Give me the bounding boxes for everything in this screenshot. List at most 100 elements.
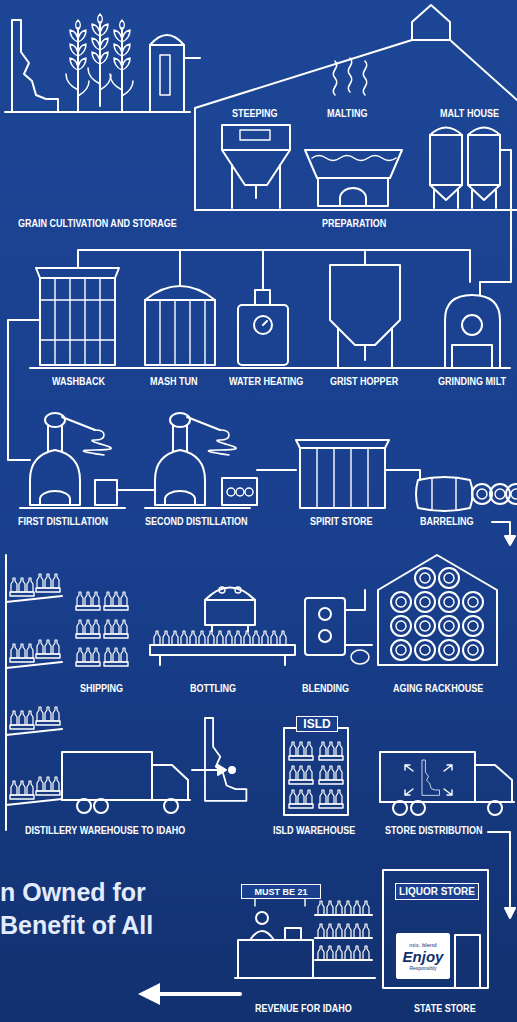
stage-label: STATE STORE <box>414 1002 476 1014</box>
shipping-cases <box>76 648 100 666</box>
blending-tank <box>319 630 331 642</box>
sales-counter <box>238 940 313 978</box>
distillation-stills <box>227 488 235 496</box>
distribution-truck <box>380 752 514 815</box>
stage-label: AGING RACKHOUSE <box>393 682 483 694</box>
sales-counter <box>336 901 342 915</box>
grain-cultivation <box>5 14 200 112</box>
aging-rackhouse <box>463 616 483 636</box>
washback-vat <box>36 268 119 278</box>
shipping-cases <box>104 648 128 666</box>
distillation-stills <box>236 488 244 496</box>
revenue-arrow <box>152 992 240 996</box>
sales-counter <box>235 915 375 978</box>
steeping-tank <box>240 130 270 140</box>
distillation-stills <box>145 413 250 508</box>
grinding-mill <box>445 295 500 368</box>
grain-cultivation <box>12 20 58 112</box>
shipping-cases <box>76 592 128 666</box>
sales-counter <box>327 901 333 915</box>
isld-warehouse <box>289 766 313 784</box>
barrels <box>506 484 517 504</box>
preparation-building <box>195 209 517 211</box>
steeping-tank <box>232 165 280 208</box>
grain-cultivation <box>184 57 200 59</box>
distribution-truck <box>393 801 407 815</box>
isld-warehouse <box>289 742 313 760</box>
stage-label: DISTILLERY WAREHOUSE TO IDAHO <box>25 824 185 836</box>
mash-tun <box>145 250 215 300</box>
stage-label: GRINDING MILT <box>438 375 506 387</box>
warehouse-rack <box>6 596 62 805</box>
liquor-store-building <box>383 870 488 988</box>
aging-rackhouse <box>439 568 459 588</box>
bottling-line <box>205 588 255 632</box>
stage-label: ISLD WAREHOUSE <box>273 824 355 836</box>
distillation-stills <box>20 413 125 508</box>
grinding-mill <box>452 345 492 368</box>
warehouse-rack <box>36 777 60 795</box>
sales-counter <box>354 946 360 960</box>
warehouse-rack <box>10 578 34 596</box>
bottling-line <box>150 645 295 655</box>
age-sign: MUST BE 21 <box>241 884 321 899</box>
water-heater <box>238 250 288 365</box>
idaho-destination <box>205 718 246 801</box>
aging-rackhouse <box>463 640 483 660</box>
warehouse-rack <box>36 574 60 592</box>
delivery-truck <box>77 799 91 813</box>
malt-house-silos <box>430 135 462 185</box>
shipping-cases <box>76 592 100 610</box>
sales-counter <box>345 946 351 960</box>
isld-warehouse <box>289 790 313 808</box>
stage-label: FIRST DISTILLATION <box>18 515 108 527</box>
sign-text: mix. blend <box>409 942 436 949</box>
blending-tank <box>305 598 345 655</box>
shipping-cases <box>104 620 128 638</box>
barrels <box>416 477 517 511</box>
distillation-stills <box>245 488 253 496</box>
sales-counter <box>318 901 324 915</box>
sales-counter <box>345 901 351 915</box>
isld-warehouse <box>284 728 348 815</box>
bottling-line <box>235 631 241 645</box>
distribution-truck <box>405 765 452 795</box>
stage-label: SECOND DISTILLATION <box>145 515 248 527</box>
pipework <box>78 250 470 282</box>
idaho-destination <box>229 767 235 773</box>
blending-tank <box>305 590 372 664</box>
preparation-building <box>195 5 517 210</box>
enjoy-sign: mix. blendEnjoyResponsibly <box>396 933 450 979</box>
warehouse-rack <box>36 707 60 725</box>
slogan-text: Benefit of All <box>0 911 153 939</box>
aging-rackhouse <box>415 616 435 636</box>
aging-rackhouse <box>391 592 411 612</box>
aging-rackhouse <box>415 592 435 612</box>
warehouse-rack <box>10 711 34 729</box>
flow-arrow <box>505 908 515 918</box>
revenue-arrow <box>138 983 240 1005</box>
bottling-line <box>262 631 268 645</box>
stage-label: MALTING <box>327 107 367 119</box>
distribution-truck <box>380 765 514 802</box>
stage-label: PREPARATION <box>322 217 386 229</box>
delivery-truck <box>94 799 108 813</box>
sign-text: Responsibly <box>409 965 436 971</box>
store-sign: LIQUOR STORE <box>395 883 479 900</box>
preparation-building <box>412 39 450 41</box>
malt-house-silos <box>468 128 500 209</box>
distribution-truck <box>380 752 475 802</box>
barrels <box>416 477 473 511</box>
preparation-building <box>195 5 517 210</box>
sales-counter <box>345 924 351 938</box>
revenue-arrow <box>138 983 160 1005</box>
grain-cultivation <box>110 20 133 112</box>
stage-label: GRAIN CULTIVATION AND STORAGE <box>18 217 177 229</box>
aging-rackhouse <box>391 640 411 660</box>
isld-warehouse <box>319 742 343 760</box>
warehouse-rack <box>10 644 34 662</box>
sales-counter <box>235 899 375 978</box>
spirit-store-vat <box>296 440 389 448</box>
aging-rackhouse <box>415 568 435 588</box>
grain-cultivation <box>150 45 184 112</box>
